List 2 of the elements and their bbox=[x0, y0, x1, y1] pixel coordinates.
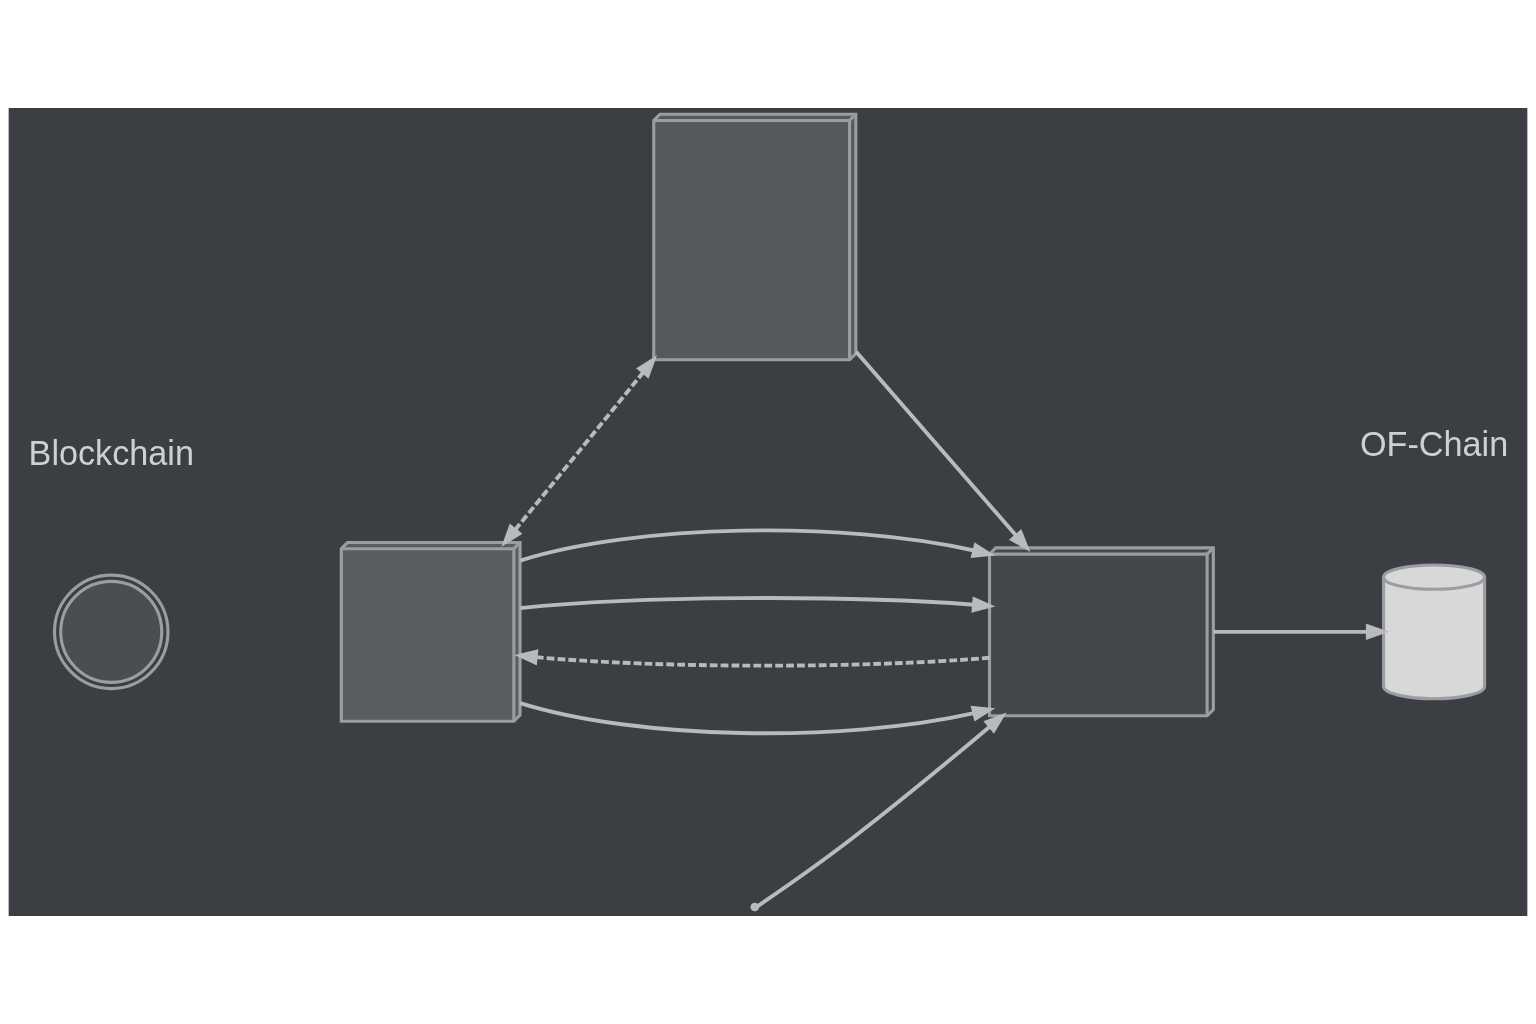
label: OF-Chain bbox=[1359, 424, 1509, 463]
label: Blockchain bbox=[28, 433, 194, 472]
